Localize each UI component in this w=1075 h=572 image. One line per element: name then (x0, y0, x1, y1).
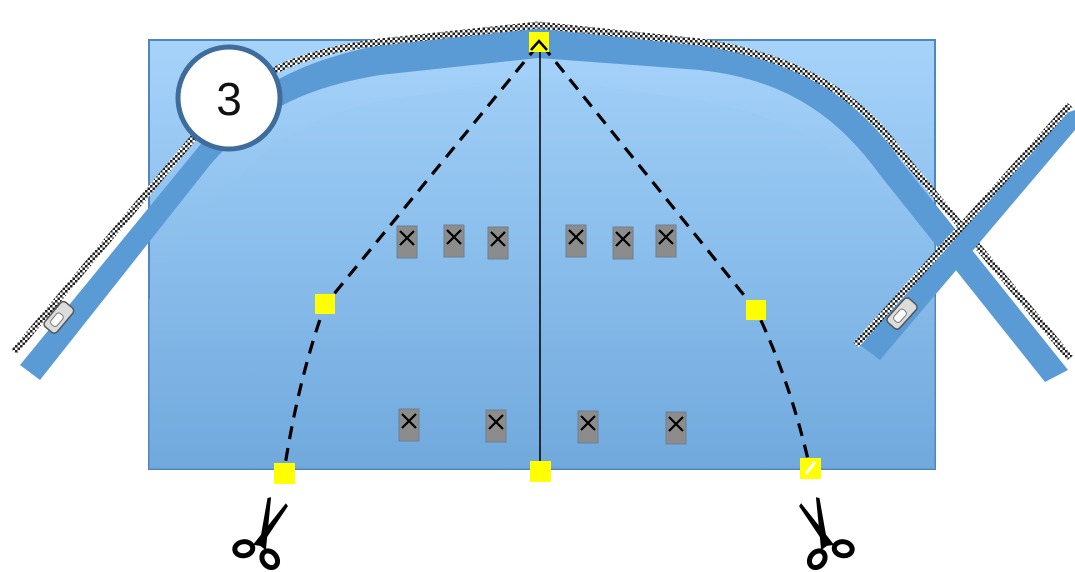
cut-line-right (540, 43, 812, 469)
marker-left-mid (315, 294, 335, 314)
x-mark-icon (664, 410, 688, 446)
x-mark-icon (395, 224, 419, 260)
x-mark-icon (484, 408, 508, 444)
x-mark-icon (486, 225, 510, 261)
inner-curve-area (149, 78, 935, 469)
step-badge: 3 (175, 44, 283, 152)
x-mark-icon (397, 407, 421, 443)
step-number: 3 (216, 73, 242, 125)
right-zipper (537, 21, 1075, 382)
scissors-icon (229, 491, 302, 572)
marker-left-bottom (274, 463, 295, 484)
scissors-icon (785, 491, 858, 572)
cut-line-left (282, 43, 540, 473)
marker-right-mid (746, 300, 766, 320)
zipper-pull-icon (43, 300, 75, 334)
x-mark-icon (611, 225, 635, 261)
x-mark-icon (564, 223, 588, 259)
x-mark-icon (654, 223, 678, 259)
x-mark-icon (576, 409, 600, 445)
x-mark-icon (442, 223, 466, 259)
zipper-pull-icon (886, 297, 918, 330)
marker-center-bottom (530, 461, 551, 482)
